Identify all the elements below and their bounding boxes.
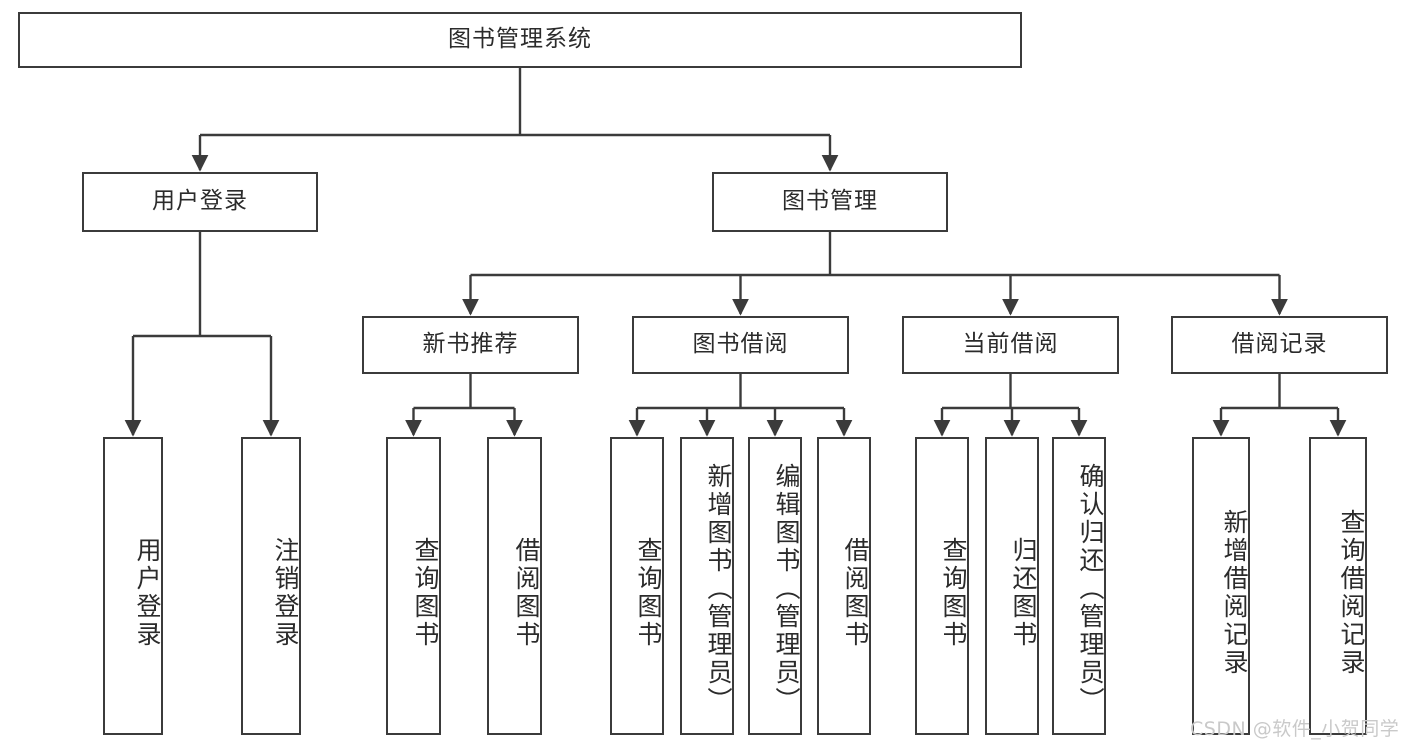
node-leaf-borrow-book-recommend[interactable]: 借阅图书 bbox=[487, 437, 542, 735]
node-leaf-query-book-recommend[interactable]: 查询图书 bbox=[386, 437, 441, 735]
csdn-watermark: CSDN @软件_小贺同学 bbox=[1190, 718, 1400, 740]
node-level3-new-book-recommend[interactable]: 新书推荐 bbox=[362, 316, 579, 374]
node-level2-user-login[interactable]: 用户登录 bbox=[82, 172, 318, 232]
node-leaf-query-borrow-record[interactable]: 查询借阅记录 bbox=[1309, 437, 1367, 735]
node-leaf-edit-book-admin[interactable]: 编辑图书（管理员） bbox=[748, 437, 802, 735]
node-leaf-add-borrow-record[interactable]: 新增借阅记录 bbox=[1192, 437, 1250, 735]
node-leaf-return-book[interactable]: 归还图书 bbox=[985, 437, 1039, 735]
node-leaf-logout-login[interactable]: 注销登录 bbox=[241, 437, 301, 735]
node-leaf-borrow-book[interactable]: 借阅图书 bbox=[817, 437, 871, 735]
node-leaf-query-book-current[interactable]: 查询图书 bbox=[915, 437, 969, 735]
node-leaf-add-book-admin[interactable]: 新增图书（管理员） bbox=[680, 437, 734, 735]
node-root[interactable]: 图书管理系统 bbox=[18, 12, 1022, 68]
node-level3-book-borrow[interactable]: 图书借阅 bbox=[632, 316, 849, 374]
node-leaf-query-book-borrow[interactable]: 查询图书 bbox=[610, 437, 664, 735]
node-level3-borrow-records[interactable]: 借阅记录 bbox=[1171, 316, 1388, 374]
node-level2-book-management[interactable]: 图书管理 bbox=[712, 172, 948, 232]
node-level3-current-borrow[interactable]: 当前借阅 bbox=[902, 316, 1119, 374]
node-leaf-confirm-return-admin[interactable]: 确认归还（管理员） bbox=[1052, 437, 1106, 735]
node-leaf-user-login[interactable]: 用户登录 bbox=[103, 437, 163, 735]
